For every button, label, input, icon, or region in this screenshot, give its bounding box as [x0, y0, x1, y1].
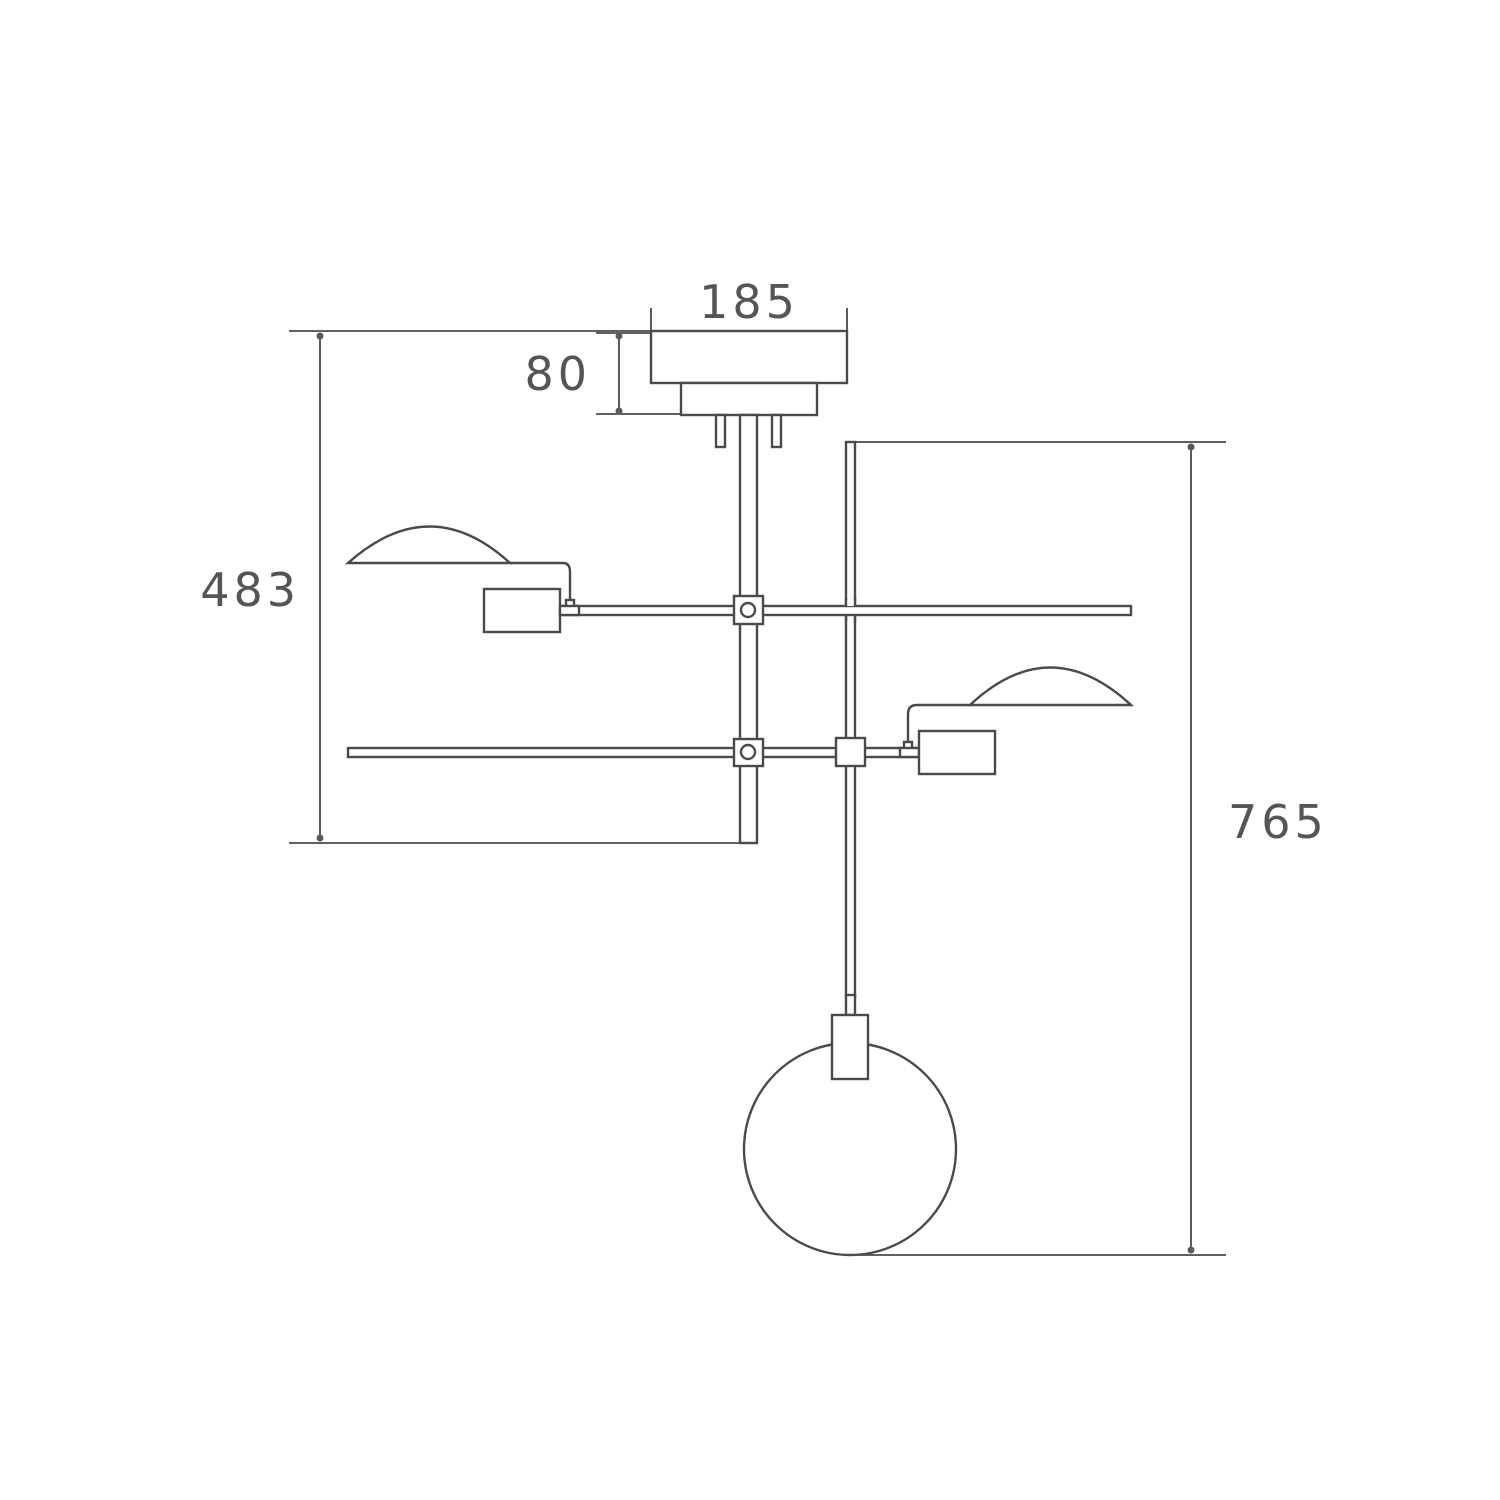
dimension-canopy-width: 185: [650, 275, 848, 333]
dimension-lower-height: 765: [850, 441, 1328, 1256]
lower-right-lamp: [898, 666, 1135, 776]
upper-left-lamp: [344, 525, 581, 634]
dimension-canopy-height: 80: [524, 332, 680, 415]
dimension-upper-height: 483: [200, 330, 740, 844]
globe-pendant: [742, 993, 958, 1257]
main-rod: [738, 413, 759, 845]
dimension-label-483: 483: [200, 563, 300, 617]
ceiling-canopy: [649, 329, 849, 449]
lower-joint: [732, 737, 765, 768]
dimension-label-765: 765: [1228, 795, 1328, 849]
upper-joint: [732, 594, 765, 626]
dimension-label-185: 185: [699, 275, 799, 329]
secondary-rod: [844, 440, 857, 999]
lower-arm: [346, 746, 920, 759]
dimension-label-80: 80: [524, 347, 591, 401]
secondary-joint: [834, 736, 867, 768]
upper-arm: [558, 598, 1133, 622]
